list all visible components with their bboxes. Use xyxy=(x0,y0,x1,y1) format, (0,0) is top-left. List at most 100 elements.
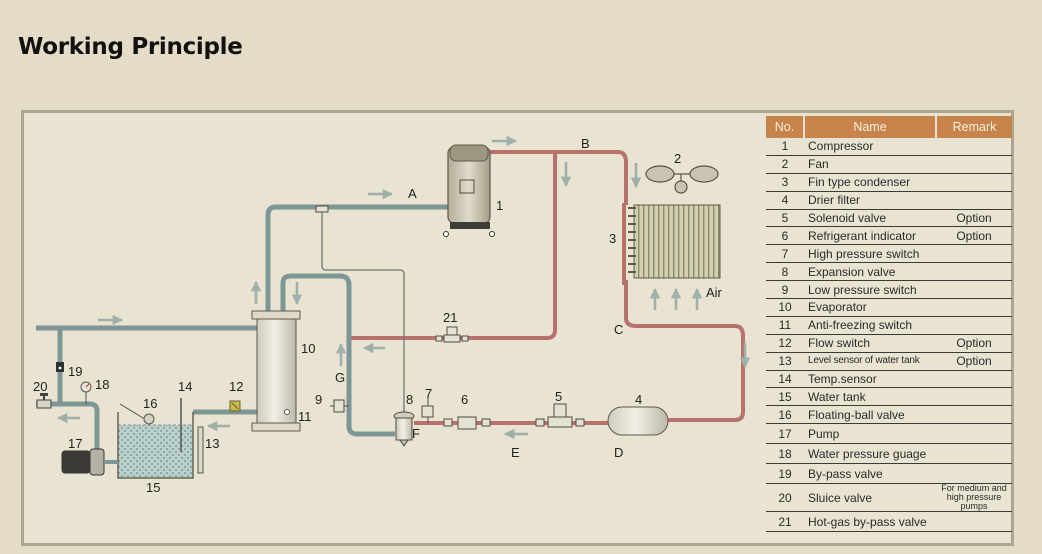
label-g: G xyxy=(335,370,345,385)
row-no: 12 xyxy=(766,334,804,353)
num-10: 10 xyxy=(301,341,315,356)
row-name: Pump xyxy=(804,423,936,445)
row-no: 20 xyxy=(766,483,804,513)
label-a: A xyxy=(408,186,417,201)
pipe-hot-gas-bypass xyxy=(350,152,557,340)
row-remark xyxy=(936,316,1012,335)
high-pressure-switch xyxy=(421,397,434,423)
header-remark: Remark xyxy=(936,116,1012,138)
row-no: 3 xyxy=(766,173,804,192)
row-name: Water tank xyxy=(804,387,936,407)
row-no: 15 xyxy=(766,387,804,407)
row-remark xyxy=(936,298,1012,317)
header-name: Name xyxy=(804,116,937,138)
pump xyxy=(61,448,118,476)
row-no: 17 xyxy=(766,423,804,445)
num-18: 18 xyxy=(95,377,109,392)
num-3: 3 xyxy=(609,231,616,246)
num-11: 11 xyxy=(298,409,312,424)
level-sensor xyxy=(197,426,204,474)
water-pressure-gauge xyxy=(80,381,92,404)
num-8: 8 xyxy=(406,392,413,407)
row-remark xyxy=(936,387,1012,407)
pipe-a xyxy=(265,204,448,312)
label-air: Air xyxy=(706,285,723,300)
num-14: 14 xyxy=(178,379,192,394)
row-name: Evaporator xyxy=(804,298,936,317)
pipe-g xyxy=(280,273,395,437)
row-remark: Option xyxy=(936,334,1012,353)
row-remark: For medium and high pressure pumps xyxy=(936,483,1012,513)
row-remark xyxy=(936,280,1012,300)
row-remark xyxy=(936,463,1012,485)
row-no: 14 xyxy=(766,370,804,389)
expansion-valve xyxy=(393,411,415,447)
num-4: 4 xyxy=(635,392,642,407)
label-e: E xyxy=(511,445,520,460)
num-17: 17 xyxy=(68,436,82,451)
row-name: Refrigerant indicator xyxy=(804,226,936,246)
row-no: 9 xyxy=(766,280,804,300)
pipe-sluice xyxy=(36,401,100,452)
row-no: 13 xyxy=(766,352,804,371)
row-no: 1 xyxy=(766,138,804,156)
tee-joint xyxy=(315,205,329,213)
evaporator xyxy=(251,310,301,432)
row-no: 8 xyxy=(766,262,804,282)
row-no: 18 xyxy=(766,443,804,465)
row-no: 2 xyxy=(766,155,804,174)
row-name: Flow switch xyxy=(804,334,936,353)
row-remark xyxy=(936,173,1012,192)
diagram-labels: A B C D E F G Air 1 2 3 4 5 6 7 8 9 10 1… xyxy=(33,136,723,495)
num-15: 15 xyxy=(146,480,160,495)
row-name: Low pressure switch xyxy=(804,280,936,300)
row-name: Expansion valve xyxy=(804,262,936,282)
row-name: Water pressure guage xyxy=(804,443,936,465)
row-remark xyxy=(936,370,1012,389)
row-no: 6 xyxy=(766,226,804,246)
row-remark: Option xyxy=(936,209,1012,228)
row-name: High pressure switch xyxy=(804,244,936,264)
page-title: Working Principle xyxy=(18,34,243,60)
num-5: 5 xyxy=(555,389,562,404)
row-no: 19 xyxy=(766,463,804,485)
pipe-b xyxy=(490,150,628,205)
num-6: 6 xyxy=(461,392,468,407)
label-c: C xyxy=(614,322,623,337)
pipe-c xyxy=(624,280,745,422)
num-16: 16 xyxy=(143,396,157,411)
fin-condenser xyxy=(622,203,721,285)
row-no: 21 xyxy=(766,511,804,533)
num-20: 20 xyxy=(33,379,47,394)
row-name: Hot-gas by-pass valve xyxy=(804,511,936,533)
low-pressure-switch xyxy=(330,399,349,413)
bypass-valve xyxy=(56,362,64,372)
row-remark xyxy=(936,511,1012,533)
label-d: D xyxy=(614,445,623,460)
row-remark: Option xyxy=(936,226,1012,246)
header-no: No. xyxy=(766,116,805,138)
flow-switch xyxy=(229,400,241,412)
row-no: 11 xyxy=(766,316,804,335)
num-19: 19 xyxy=(68,364,82,379)
flow-arrows xyxy=(56,135,751,440)
label-f: F xyxy=(412,426,420,441)
